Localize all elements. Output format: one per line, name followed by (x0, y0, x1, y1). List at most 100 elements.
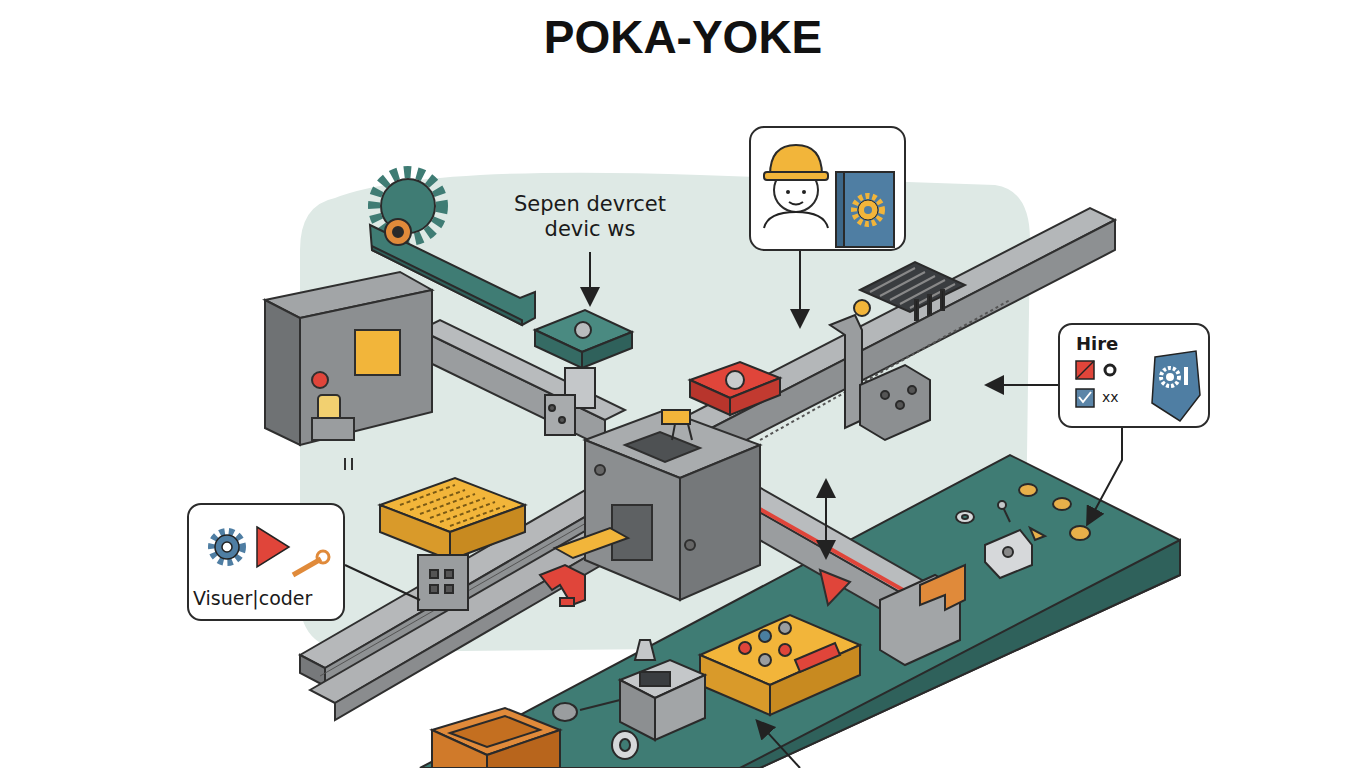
worker-callout-part (764, 212, 828, 228)
red-clamp-part (672, 424, 675, 440)
stamping-block-part (430, 570, 438, 578)
red-clamp-part (662, 410, 690, 424)
stamping-block-part (418, 555, 468, 610)
red-clamp-part (688, 424, 692, 440)
gear-body (215, 535, 239, 559)
button-panel-part (759, 630, 771, 642)
sensor-block-part (535, 330, 582, 368)
worker-callout-part (836, 172, 894, 247)
bench-parts-part (1019, 484, 1037, 496)
gear-arm-part (372, 246, 522, 325)
bench-parts-part (1070, 526, 1090, 540)
worker-callout-part (789, 202, 803, 205)
callout-label: Visuer|coder (193, 587, 312, 609)
upper-right-sensor-part (915, 300, 918, 320)
central-block-part (595, 465, 605, 475)
button-panel-part (795, 643, 840, 672)
parts-tray-part (432, 730, 487, 768)
button-panel (700, 615, 860, 715)
worker-callout-part (854, 196, 882, 224)
title: POKA-YOKE (0, 10, 1366, 64)
button-panel-part (759, 654, 771, 666)
right-rail-part (760, 300, 1010, 440)
leader-lines-part (589, 252, 591, 303)
orange-bracket (880, 565, 965, 665)
leader-lines-part (345, 565, 420, 600)
leader-lines-part (988, 384, 1058, 386)
leader-lines-part (1088, 428, 1122, 523)
wrench-icon (293, 559, 321, 575)
stamping-block-part (445, 570, 453, 578)
red-clamp (662, 362, 780, 440)
parts-tray-part (487, 730, 560, 768)
ring-icon (1105, 365, 1115, 375)
worker-callout-part (864, 206, 872, 214)
bench-parts-part (1003, 547, 1013, 557)
handheld-device-part (635, 640, 655, 660)
leader-lines-part (758, 722, 800, 768)
button-panel-part (779, 622, 791, 634)
stamping-block-part (380, 505, 450, 560)
sensor-block-part (549, 405, 555, 411)
handheld-device-part (640, 672, 670, 686)
bench-parts-part (1030, 528, 1045, 540)
wrench-head (317, 551, 329, 563)
check-mark (1079, 392, 1091, 402)
shield-icon (1152, 351, 1200, 421)
leader-lines-part (825, 482, 827, 556)
red-clamp-part (726, 371, 744, 389)
rail-clamp-part (555, 528, 628, 558)
lower-rails-part (310, 505, 655, 703)
upper-right-sensor-part (860, 365, 930, 440)
leader-lines (345, 250, 1122, 768)
sensor-block-part (575, 322, 591, 338)
central-block (585, 410, 760, 600)
callout-heading: Hire (1076, 333, 1118, 354)
stamping-block-part (430, 585, 438, 593)
parts-tray (432, 708, 560, 768)
bench-parts-part (1053, 498, 1071, 510)
workbench (420, 455, 1180, 768)
gear-hub (1166, 373, 1174, 381)
upper-right-sensor-part (908, 386, 916, 394)
upper-right-sensor-part (896, 401, 904, 409)
callout-box: Visuer|coder (187, 503, 345, 621)
rail-clamp (540, 528, 628, 606)
gear-arm-part (393, 227, 403, 237)
gear-arm-part (385, 219, 411, 245)
right-rail-part (820, 570, 850, 605)
icon-stroke (1076, 361, 1094, 379)
play-triangle-icon (257, 527, 289, 567)
check-box-icon (1076, 389, 1094, 407)
control-box-part (300, 290, 432, 445)
handheld-device (553, 640, 705, 759)
control-box-part (312, 372, 328, 388)
bench-parts-part (985, 530, 1032, 578)
sensor-block-part (545, 395, 575, 435)
gear-icon (212, 532, 242, 562)
upper-right-sensor-part (860, 262, 965, 312)
background-blob-part (300, 173, 1030, 652)
upper-right-sensor-part (881, 391, 889, 399)
central-block-part (680, 445, 760, 600)
control-box (265, 272, 432, 470)
bench-parts-part (962, 515, 968, 519)
button-panel-part (739, 642, 751, 654)
stamping-block-part (400, 485, 505, 526)
sensor-block-part (582, 332, 632, 368)
upper-right-sensor-part (854, 300, 870, 316)
upper-right-sensor-part (830, 315, 862, 428)
bench-parts (956, 484, 1090, 578)
leader-lines-part (799, 250, 801, 325)
gear-hub (222, 542, 232, 552)
button-panel-part (700, 655, 770, 715)
bench-parts-part (956, 511, 974, 523)
gear-icon (1161, 368, 1179, 386)
sensor-block-part (559, 417, 565, 423)
handheld-device-part (620, 739, 630, 751)
handheld-device-part (612, 731, 638, 759)
upper-right-sensor-part (941, 290, 944, 310)
sensor-block (535, 310, 632, 435)
bench-parts-part (998, 501, 1006, 509)
